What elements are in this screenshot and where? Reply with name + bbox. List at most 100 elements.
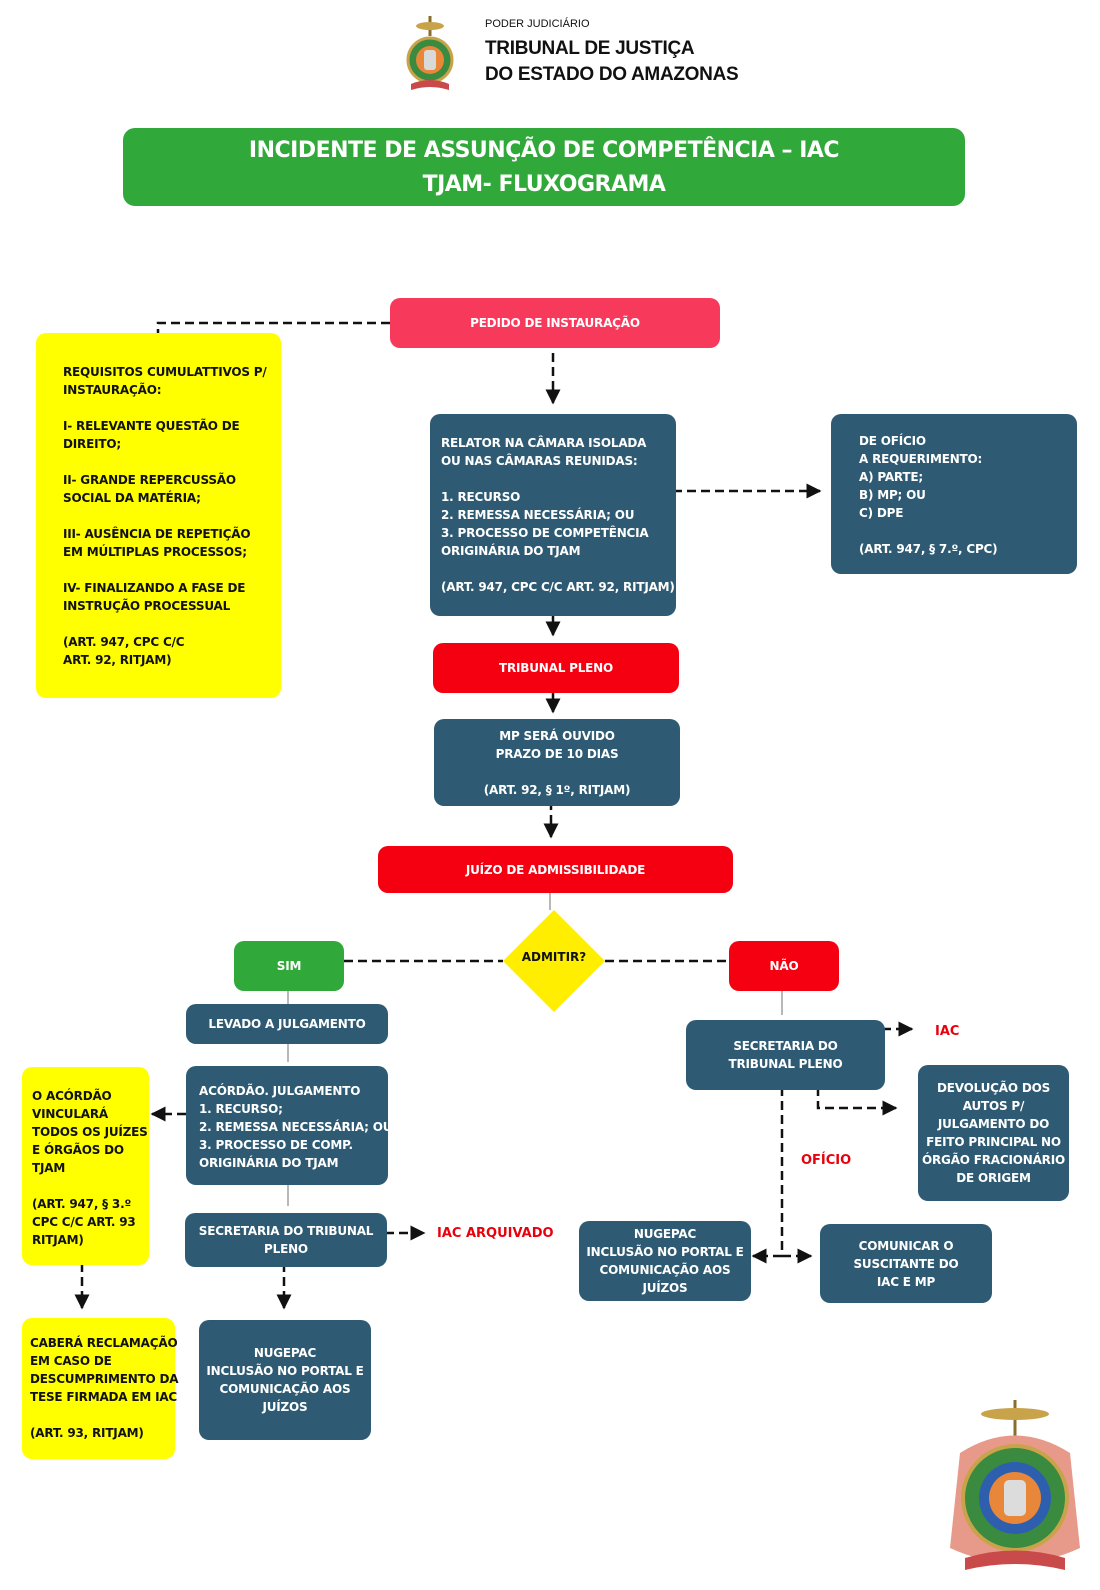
relator-line: [441, 560, 666, 578]
requisitos-line: REQUISITOS CUMULATTIVOS P/: [63, 365, 267, 379]
nugepac-right-line: INCLUSÃO NO PORTAL E: [586, 1245, 744, 1259]
connector-secretaria-devolucao: [816, 1087, 898, 1116]
nugepac-left-line: JUÍZOS: [262, 1400, 308, 1414]
juizo-label: JUÍZO DE ADMISSIBILIDADE: [465, 862, 646, 877]
relator-line: (ART. 947, CPC C/C ART. 92, RITJAM): [441, 580, 675, 594]
node-sim: SIM: [234, 941, 344, 991]
connector-pedido-requisitos: [156, 321, 390, 333]
pedido-label: PEDIDO DE INSTAURAÇÃO: [470, 316, 640, 330]
requisitos-line: EM MÚLTIPLAS PROCESSOS;: [63, 545, 247, 559]
devolucao-line: DEVOLUÇÃO DOS: [936, 1081, 1051, 1095]
requisitos-line: I- RELEVANTE QUESTÃO DE: [63, 419, 240, 433]
requisitos-line: IV- FINALIZANDO A FASE DE: [63, 581, 246, 595]
node-juizo-admissibilidade: JUÍZO DE ADMISSIBILIDADE: [378, 846, 733, 893]
oficio-line: B) MP; OU: [859, 488, 926, 502]
sim-label: SIM: [276, 959, 302, 973]
reclamacao-line: [30, 1406, 165, 1424]
relator-line: 1. RECURSO: [441, 490, 521, 504]
reclamacao-line: EM CASO DE: [30, 1354, 112, 1368]
requisitos-line: [63, 615, 271, 633]
requisitos-line: II- GRANDE REPERCUSSÃO: [63, 473, 236, 487]
reclamacao-line: DESCUMPRIMENTO DA: [30, 1372, 179, 1386]
vinculara-line: TODOS OS JUÍZES: [32, 1125, 148, 1139]
secretaria-right-line: SECRETARIA DO: [733, 1039, 838, 1053]
comunicar-line: IAC E MP: [876, 1274, 936, 1289]
org-line2: DO ESTADO DO AMAZONAS: [485, 64, 739, 85]
node-secretaria-tribunal-pleno-left: SECRETARIA DO TRIBUNAL PLENO: [185, 1213, 387, 1267]
requisitos-line: [63, 453, 271, 471]
devolucao-line: AUTOS P/: [962, 1099, 1025, 1113]
acordao-line: 3. PROCESSO DE COMP.: [199, 1138, 353, 1152]
requisitos-line: SOCIAL DA MATÉRIA;: [63, 491, 201, 505]
node-vinculara: O ACÓRDÃO VINCULARÁ TODOS OS JUÍZES E ÓRGÃO…: [22, 1067, 149, 1265]
reclamacao-line: CABERÁ RECLAMAÇÃO: [30, 1336, 178, 1350]
title-line2: TJAM- FLUXOGRAMA: [422, 172, 666, 197]
node-requisitos: REQUISITOS CUMULATTIVOS P/INSTAURAÇÃO: I-…: [36, 333, 281, 698]
nugepac-left-line: NUGEPAC: [253, 1346, 317, 1360]
iac-arquivado-label: IAC ARQUIVADO: [437, 1226, 554, 1241]
node-pedido-instauracao: PEDIDO DE INSTAURAÇÃO: [390, 298, 720, 348]
requisitos-line: ART. 92, RITJAM): [63, 653, 172, 667]
mp-line: MP SERÁ OUVIDO: [499, 728, 615, 743]
coat-of-arms-icon: [406, 16, 454, 90]
nugepac-right-line: NUGEPAC: [633, 1227, 697, 1241]
nugepac-left-line: COMUNICAÇÃO AOS: [219, 1382, 351, 1396]
oficio-line: A) PARTE;: [859, 470, 924, 484]
vinculara-line: TJAM: [32, 1161, 66, 1175]
nugepac-left-line: INCLUSÃO NO PORTAL E: [206, 1364, 364, 1378]
vinculara-line: CPC C/C ART. 93: [32, 1215, 136, 1229]
tribunal-pleno-label: TRIBUNAL PLENO: [498, 661, 614, 675]
node-reclamacao: CABERÁ RECLAMAÇÃO EM CASO DE DESCUMPRIMENT…: [22, 1318, 179, 1459]
devolucao-line: JULGAMENTO DO: [937, 1117, 1050, 1131]
relator-line: OU NAS CÂMARAS REUNIDAS:: [441, 454, 638, 468]
relator-line: ORIGINÁRIA DO TJAM: [441, 544, 581, 558]
node-tribunal-pleno: TRIBUNAL PLENO: [433, 643, 679, 693]
oficio-line: [859, 522, 1067, 540]
acordao-line: ORIGINÁRIA DO TJAM: [199, 1156, 339, 1170]
requisitos-line: [63, 507, 271, 525]
acordao-line: 2. REMESSA NECESSÁRIA; OU: [199, 1120, 393, 1134]
comunicar-line: COMUNICAR O: [858, 1238, 954, 1253]
requisitos-line: [63, 399, 271, 417]
requisitos-line: INSTAURAÇÃO:: [63, 383, 162, 397]
org-line1: TRIBUNAL DE JUSTIÇA: [485, 38, 695, 59]
node-comunicar-suscitante: COMUNICAR O SUSCITANTE DO IAC E MP: [820, 1224, 992, 1303]
node-nao: NÃO: [729, 941, 839, 991]
oficio-line: (ART. 947, § 7.º, CPC): [859, 542, 998, 556]
node-levado-julgamento: LEVADO A JULGAMENTO: [186, 1004, 388, 1044]
requisitos-line: (ART. 947, CPC C/C: [63, 635, 185, 649]
vinculara-line: VINCULARÁ: [32, 1107, 109, 1121]
oficio-line: C) DPE: [859, 506, 904, 520]
relator-line: 3. PROCESSO DE COMPETÊNCIA: [441, 526, 649, 540]
tribunal-seal-icon: [950, 1400, 1080, 1570]
requisitos-line: INSTRUÇÃO PROCESSUAL: [63, 599, 231, 613]
comunicar-line: SUSCITANTE DO: [853, 1256, 959, 1271]
reclamacao-line: (ART. 93, RITJAM): [30, 1426, 144, 1440]
secretaria-left-line: PLENO: [264, 1242, 308, 1256]
oficio-line: A REQUERIMENTO:: [859, 452, 983, 466]
requisitos-line: [63, 561, 271, 579]
node-nugepac-right: NUGEPAC INCLUSÃO NO PORTAL E COMUNICAÇÃO A…: [579, 1221, 751, 1301]
devolucao-line: ÓRGÃO FRACIONÁRIO: [922, 1153, 1065, 1167]
decision-label: ADMITIR?: [521, 950, 587, 964]
relator-line: 2. REMESSA NECESSÁRIA; OU: [441, 508, 635, 522]
mp-line: PRAZO DE 10 DIAS: [495, 746, 619, 761]
devolucao-line: DE ORIGEM: [956, 1171, 1031, 1185]
vinculara-line: E ÓRGÃOS DO: [32, 1143, 124, 1157]
vinculara-line: [32, 1177, 139, 1195]
vinculara-line: O ACÓRDÃO: [32, 1089, 112, 1103]
relator-line: [441, 470, 666, 488]
node-nugepac-left: NUGEPAC INCLUSÃO NO PORTAL E COMUNICAÇÃO A…: [199, 1320, 371, 1440]
secretaria-left-line: SECRETARIA DO TRIBUNAL: [198, 1224, 374, 1238]
nugepac-right-line: COMUNICAÇÃO AOS: [599, 1263, 731, 1277]
requisitos-line: III- AUSÊNCIA DE REPETIÇÃO: [63, 527, 251, 541]
oficio-label: OFÍCIO: [801, 1153, 852, 1168]
vinculara-line: RITJAM): [32, 1233, 84, 1247]
acordao-line: 1. RECURSO;: [199, 1102, 283, 1116]
